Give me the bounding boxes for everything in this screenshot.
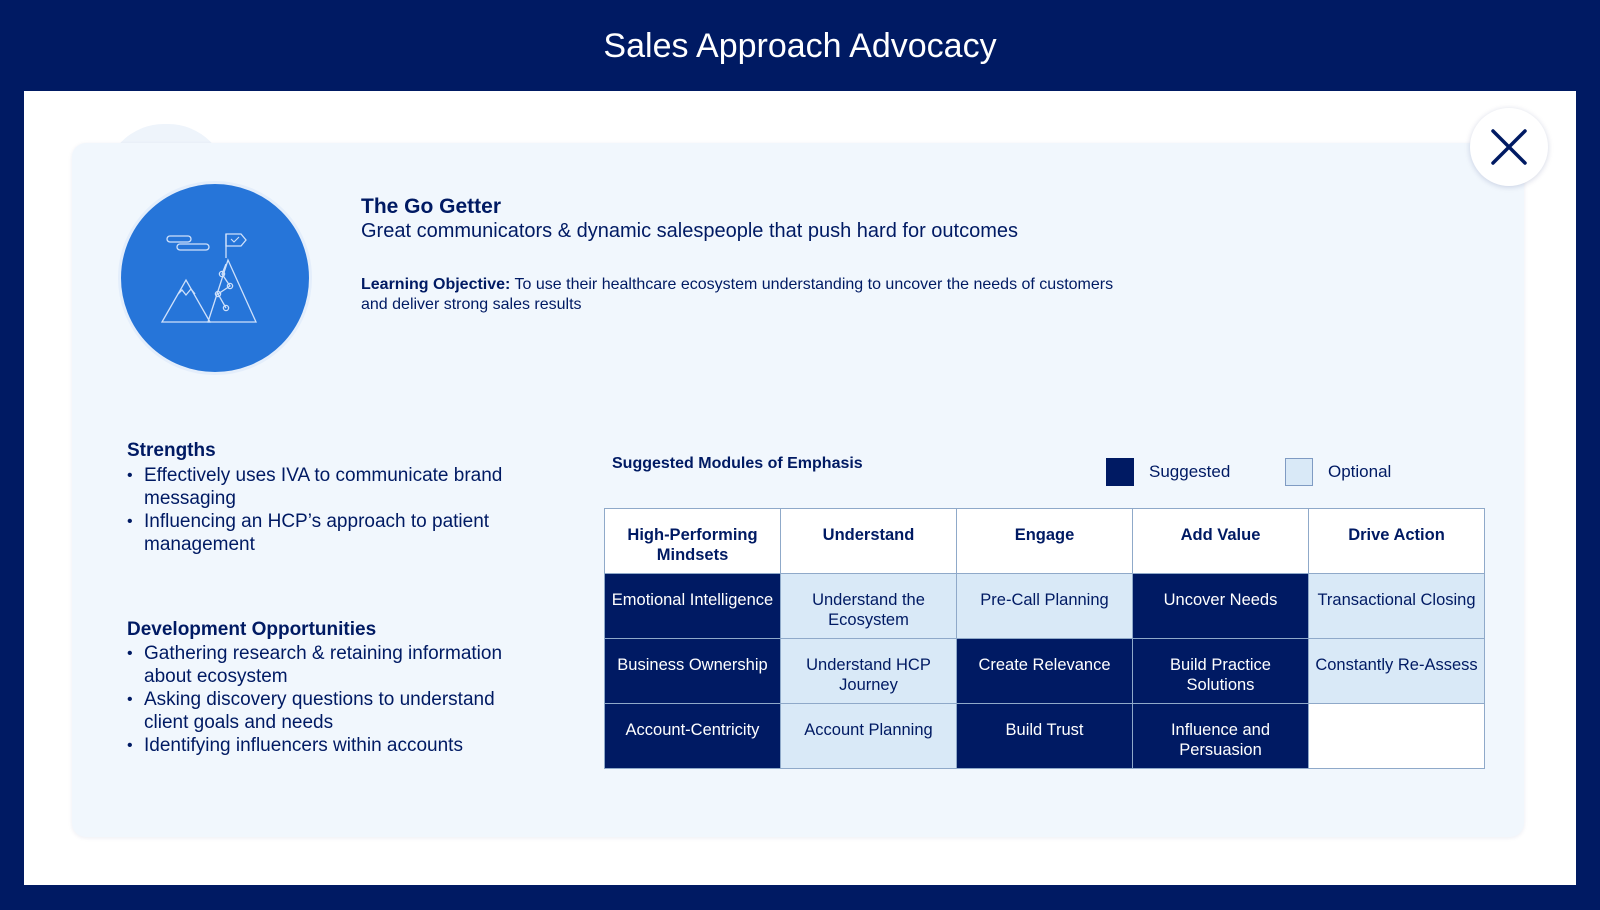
development-title: Development Opportunities [127, 619, 377, 640]
mountain-flag-icon [160, 233, 258, 323]
learning-objective: Learning Objective: To use their healthc… [361, 275, 1121, 315]
table-header-row: High-Performing Mindsets Understand Enga… [604, 508, 1485, 574]
learning-objective-label: Learning Objective: [361, 276, 511, 293]
legend-optional-label: Optional [1328, 462, 1392, 481]
learning-objective-text: To use their healthcare ecosystem unders… [361, 276, 1114, 313]
module-cell: Uncover Needs [1132, 573, 1309, 639]
module-cell: Constantly Re-Assess [1308, 638, 1485, 704]
module-cell: Build Practice Solutions [1132, 638, 1309, 704]
column-header: Add Value [1132, 508, 1309, 574]
module-cell: Emotional Intelligence [604, 573, 781, 639]
persona-tagline: Great communicators & dynamic salespeopl… [361, 220, 1018, 242]
legend-suggested-swatch [1106, 458, 1134, 486]
strengths-title: Strengths [127, 440, 216, 461]
list-item: Influencing an HCP’s approach to patient… [127, 510, 537, 556]
close-icon [1491, 129, 1527, 165]
development-list: Gathering research & retaining informati… [127, 642, 537, 757]
strengths-list: Effectively uses IVA to communicate bran… [127, 464, 537, 556]
modules-table: High-Performing Mindsets Understand Enga… [604, 508, 1485, 769]
module-cell: Understand HCP Journey [780, 638, 957, 704]
close-button[interactable] [1470, 108, 1548, 186]
list-item: Asking discovery questions to understand… [127, 688, 537, 734]
legend-suggested: Suggested [1106, 458, 1230, 486]
module-cell: Create Relevance [956, 638, 1133, 704]
module-cell: Transactional Closing [1308, 573, 1485, 639]
module-cell: Understand the Ecosystem [780, 573, 957, 639]
module-cell: Business Ownership [604, 638, 781, 704]
legend-suggested-label: Suggested [1149, 462, 1231, 481]
module-cell: Pre-Call Planning [956, 573, 1133, 639]
table-row: Business Ownership Understand HCP Journe… [604, 638, 1485, 704]
module-cell: Influence and Persuasion [1132, 703, 1309, 769]
column-header: Engage [956, 508, 1133, 574]
module-cell [1308, 703, 1485, 769]
legend-optional: Optional [1285, 458, 1391, 486]
table-row: Account-Centricity Account Planning Buil… [604, 703, 1485, 769]
column-header: High-Performing Mindsets [604, 508, 781, 574]
module-cell: Build Trust [956, 703, 1133, 769]
persona-name: The Go Getter [361, 195, 502, 218]
modules-title: Suggested Modules of Emphasis [612, 455, 863, 472]
module-cell: Account-Centricity [604, 703, 781, 769]
page-title: Sales Approach Advocacy [603, 26, 997, 65]
table-row: Emotional Intelligence Understand the Ec… [604, 573, 1485, 639]
persona-avatar [118, 181, 312, 375]
column-header: Drive Action [1308, 508, 1485, 574]
legend-optional-swatch [1285, 458, 1313, 486]
column-header: Understand [780, 508, 957, 574]
list-item: Effectively uses IVA to communicate bran… [127, 464, 537, 510]
list-item: Gathering research & retaining informati… [127, 642, 537, 688]
module-cell: Account Planning [780, 703, 957, 769]
list-item: Identifying influencers within accounts [127, 734, 537, 757]
